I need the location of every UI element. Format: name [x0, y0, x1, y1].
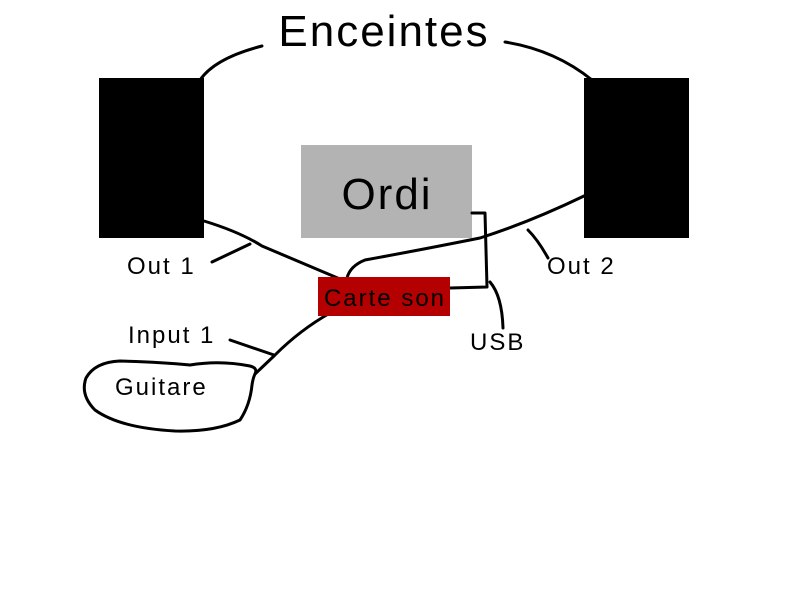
input1-wire: [253, 311, 332, 376]
sound-card-box: [318, 277, 450, 316]
input1-pointer: [228, 338, 276, 357]
sound-card-label: Carte son: [324, 285, 446, 312]
out1-wire: [202, 219, 342, 281]
guitar-label: Guitare: [115, 374, 208, 401]
usb-wire: [448, 211, 489, 290]
input1-label: Input 1: [128, 322, 215, 349]
out2-wire: [345, 194, 586, 280]
speaker-left: [99, 78, 204, 238]
usb-label: USB: [470, 329, 525, 356]
out1-pointer: [210, 242, 252, 264]
speaker-right: [584, 78, 689, 238]
guitar-outline: [82, 359, 258, 433]
out2-pointer: [526, 228, 550, 260]
speaker-link-right-wire: [503, 40, 594, 82]
usb-pointer: [488, 280, 505, 330]
out2-label: Out 2: [547, 253, 616, 280]
computer-box: [301, 145, 472, 238]
out1-label: Out 1: [127, 253, 196, 280]
title: Enceintes: [278, 7, 489, 56]
speaker-link-left-wire: [198, 44, 264, 82]
computer-label: Ordi: [341, 170, 432, 219]
